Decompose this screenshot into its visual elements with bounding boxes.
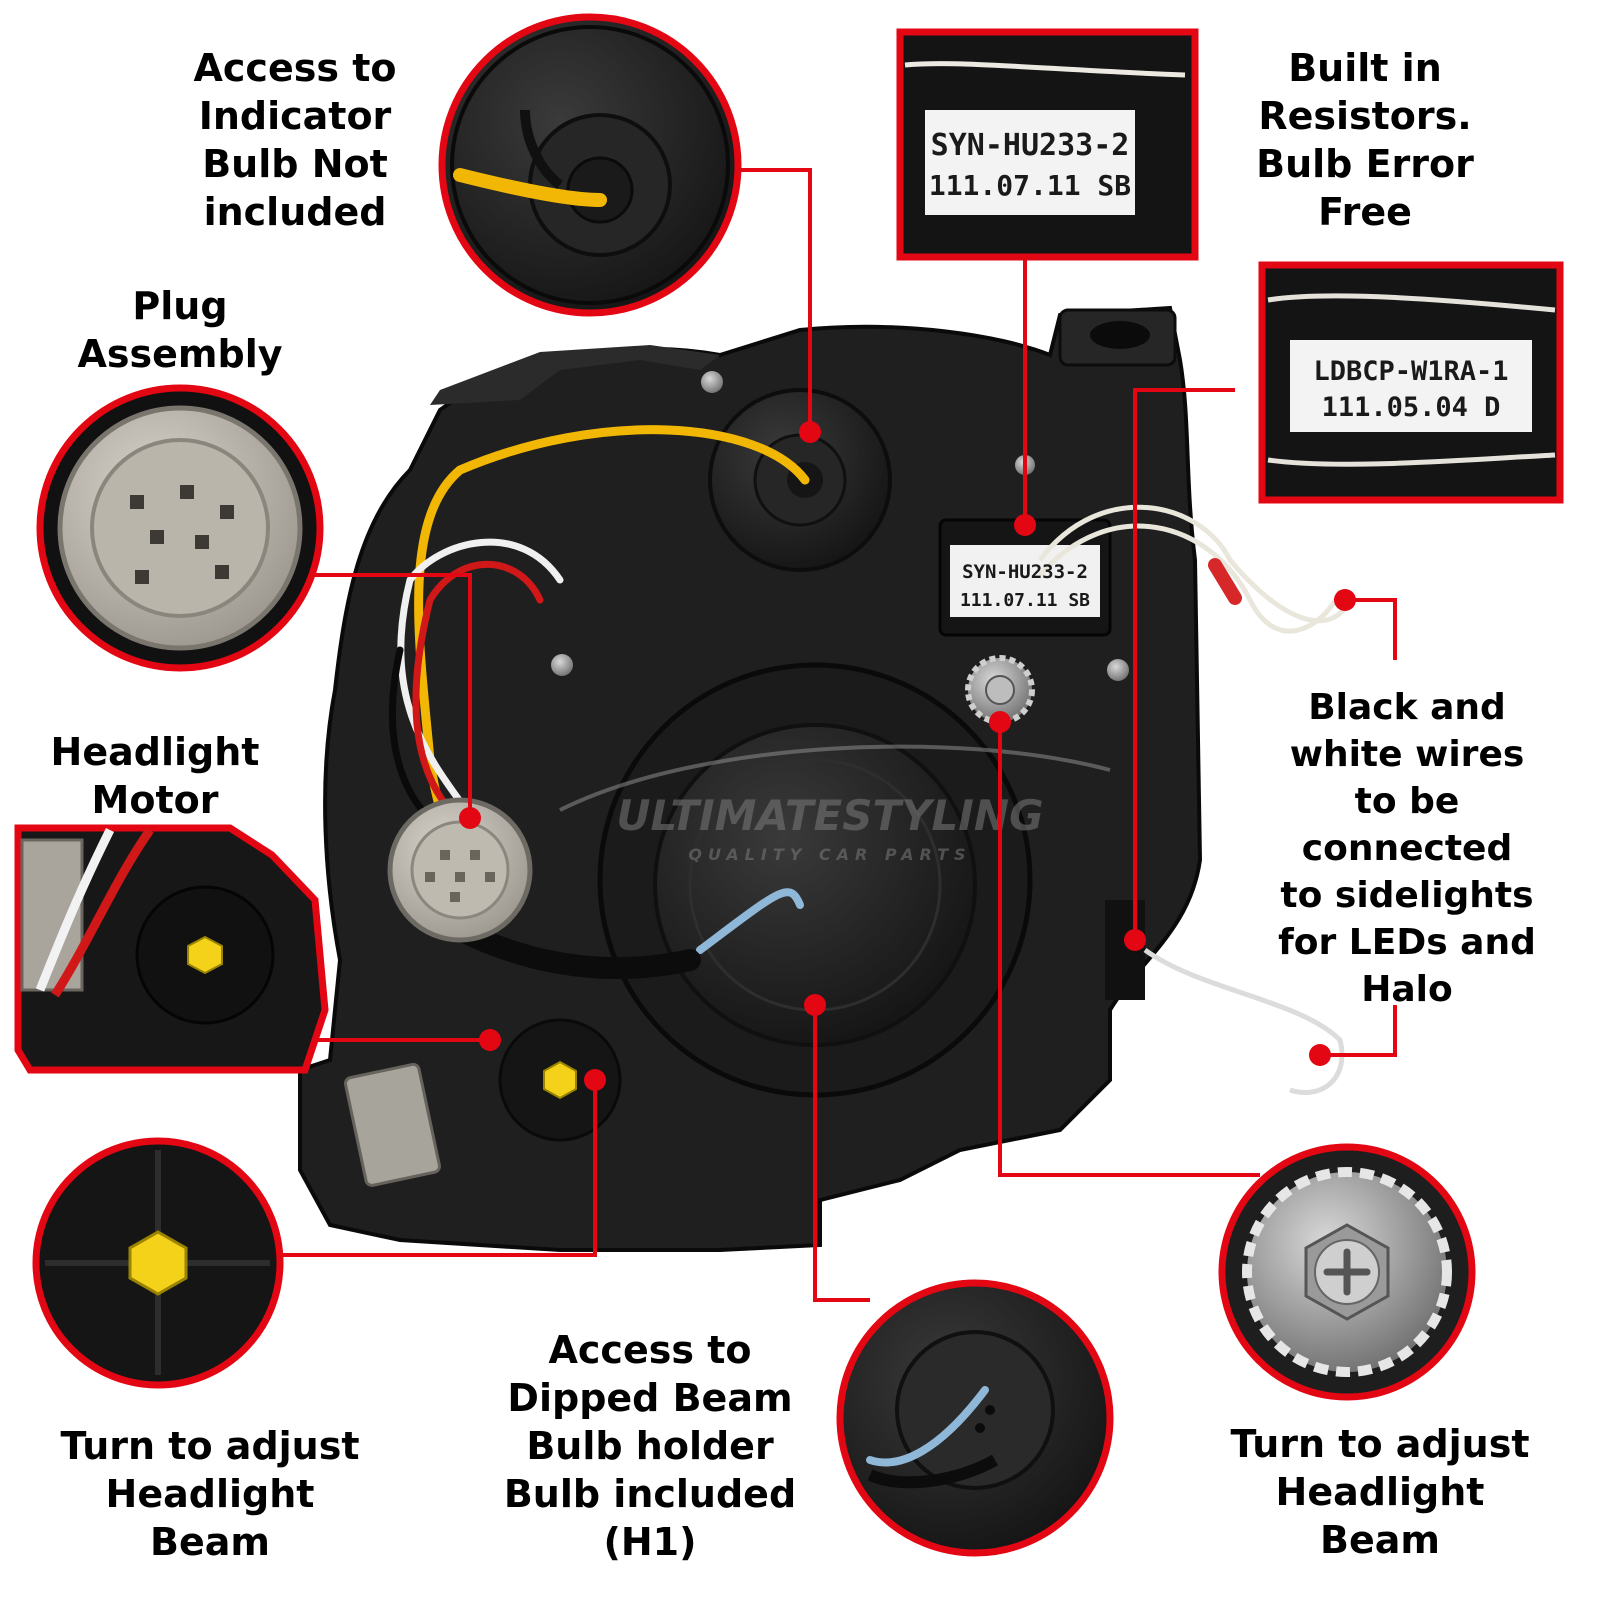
label-line: Beam bbox=[1320, 1518, 1440, 1562]
label-resistors: Built in Resistors. Bulb Error Free bbox=[1215, 44, 1515, 236]
label-adjust-left: Turn to adjust Headlight Beam bbox=[5, 1422, 415, 1566]
line-wires-top bbox=[1345, 598, 1397, 660]
label-line: Halo bbox=[1361, 969, 1453, 1010]
top-adjuster-screw bbox=[985, 675, 1015, 705]
callout-lines bbox=[270, 168, 1397, 1302]
label-line: Turn to adjust bbox=[1230, 1422, 1530, 1466]
adjuster-bolt-icon bbox=[187, 935, 223, 975]
motor-connector bbox=[343, 1062, 441, 1187]
lower-adjuster-bolt bbox=[543, 1060, 577, 1100]
label-plug: Plug Assembly bbox=[30, 282, 330, 378]
watermark-brand: ULTIMATESTYLING bbox=[616, 791, 1043, 840]
body-resistor-line1: SYN-HU233-2 bbox=[962, 561, 1088, 583]
label-line: Headlight bbox=[50, 730, 260, 774]
line-indicator bbox=[710, 168, 812, 432]
label-line: Headlight bbox=[105, 1472, 315, 1516]
inset-indicator-socket bbox=[438, 13, 742, 317]
black-white-wires bbox=[1038, 504, 1353, 634]
line-dipped bbox=[813, 1005, 870, 1302]
resistor-right-line1: LDBCP-W1RA-1 bbox=[1313, 356, 1508, 387]
label-line: included bbox=[203, 190, 387, 234]
label-line: Access to bbox=[193, 46, 397, 90]
label-line: Motor bbox=[91, 778, 219, 822]
resistor-right-line2: 111.05.04 D bbox=[1322, 392, 1501, 423]
label-line: Built in bbox=[1288, 46, 1442, 90]
line-wires-bottom bbox=[1320, 1005, 1397, 1057]
label-line: (H1) bbox=[603, 1520, 697, 1564]
label-line: Dipped Beam bbox=[507, 1376, 793, 1420]
label-sidelight-wires: Black and white wires to be connected to… bbox=[1222, 684, 1592, 1013]
label-line: Beam bbox=[150, 1520, 270, 1564]
inset-dipped-beam bbox=[836, 1279, 1114, 1557]
label-line: Black and bbox=[1308, 687, 1506, 728]
red-wire bbox=[412, 560, 544, 834]
label-motor: Headlight Motor bbox=[10, 728, 300, 824]
body-resistor-line2: 111.07.11 SB bbox=[960, 590, 1090, 611]
inset-headlight-motor bbox=[14, 824, 329, 1074]
blue-wire bbox=[696, 888, 804, 954]
line-adjust-left bbox=[270, 1080, 597, 1257]
resistor-top-line1: SYN-HU233-2 bbox=[931, 128, 1130, 163]
wire-loom bbox=[449, 919, 701, 979]
red-sleeve bbox=[1208, 558, 1242, 605]
phillips-screw-icon bbox=[551, 371, 1129, 681]
watermark: ULTIMATESTYLING QUALITY CAR PARTS bbox=[559, 744, 1111, 864]
label-line: connected bbox=[1301, 828, 1513, 869]
label-line: white wires bbox=[1289, 734, 1525, 775]
resistor-top-line2: 111.07.11 SB bbox=[929, 169, 1131, 202]
line-plug bbox=[305, 573, 472, 818]
label-line: Free bbox=[1318, 190, 1412, 234]
headlight-body bbox=[298, 305, 1353, 1252]
line-adjust-right bbox=[998, 722, 1260, 1177]
label-line: to sidelights bbox=[1280, 875, 1534, 916]
label-line: Assembly bbox=[77, 332, 283, 376]
housing-top-flange bbox=[430, 345, 720, 405]
label-line: Indicator bbox=[198, 94, 392, 138]
inset-plug-assembly bbox=[36, 384, 324, 672]
label-line: Bulb holder bbox=[526, 1424, 774, 1468]
watermark-tagline: QUALITY CAR PARTS bbox=[688, 845, 971, 864]
line-resistor-right bbox=[1133, 388, 1235, 940]
inset-resistor-top: SYN-HU233-2 111.07.11 SB bbox=[896, 28, 1199, 261]
white-wire bbox=[397, 538, 564, 819]
body-plug-face bbox=[410, 820, 510, 920]
body-resistor-label bbox=[950, 545, 1100, 617]
label-line: Resistors. bbox=[1258, 94, 1472, 138]
label-line: Bulb included bbox=[503, 1472, 797, 1516]
body-plug-pins bbox=[425, 850, 495, 902]
lower-right-wires bbox=[1143, 947, 1345, 1096]
mounting-hole bbox=[1090, 321, 1150, 349]
label-adjust-right: Turn to adjust Headlight Beam bbox=[1175, 1420, 1585, 1564]
adjuster-bolt-icon bbox=[128, 1230, 188, 1296]
label-line: Plug bbox=[132, 284, 228, 328]
label-line: to be bbox=[1354, 781, 1460, 822]
label-line: Turn to adjust bbox=[60, 1424, 360, 1468]
inset-adjust-right bbox=[1218, 1143, 1476, 1401]
label-line: Bulb Error bbox=[1256, 142, 1474, 186]
label-line: Headlight bbox=[1275, 1470, 1485, 1514]
label-line: Bulb Not bbox=[202, 142, 388, 186]
label-indicator: Access to Indicator Bulb Not included bbox=[145, 44, 445, 236]
label-line: Access to bbox=[548, 1328, 752, 1372]
inset-resistor-right: LDBCP-W1RA-1 111.05.04 D bbox=[1258, 261, 1564, 504]
label-dipped-beam: Access to Dipped Beam Bulb holder Bulb i… bbox=[440, 1326, 860, 1566]
callout-dots bbox=[459, 421, 1356, 1091]
label-line: for LEDs and bbox=[1278, 922, 1536, 963]
inset-adjust-left bbox=[32, 1137, 284, 1389]
